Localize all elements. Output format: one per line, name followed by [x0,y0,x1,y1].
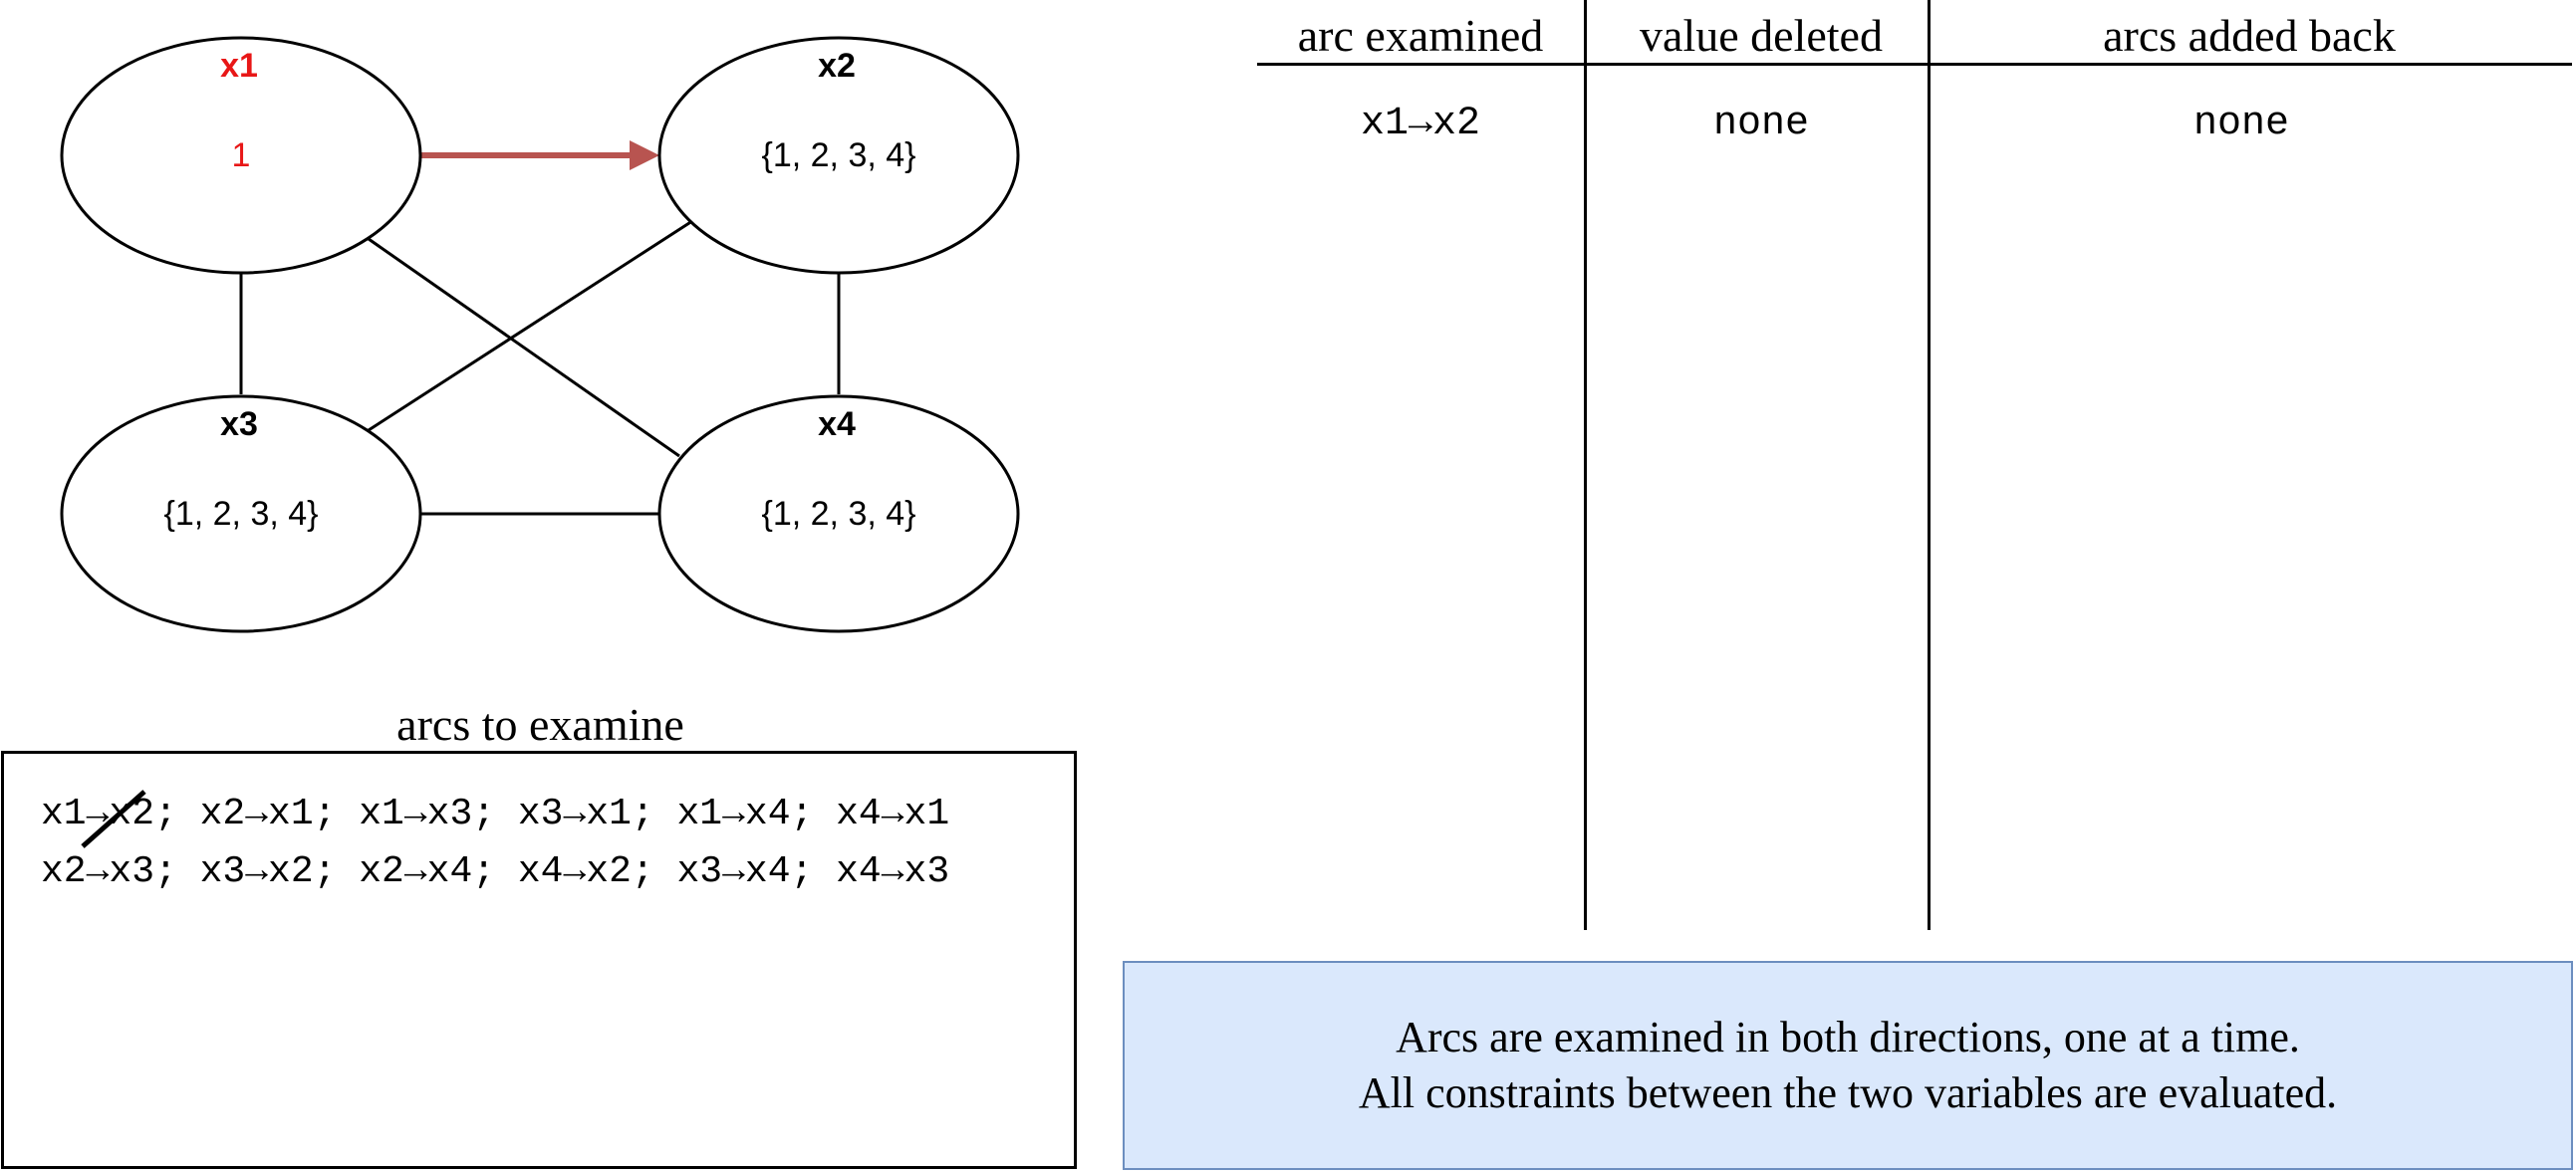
table-header-value-deleted: value deleted [1640,10,1883,61]
node-x2[interactable] [657,36,1020,275]
node-x3-domain: {1, 2, 3, 4} [163,495,319,533]
queue-row-1: x1→x2; x2→x1; x1→x3; x3→x1; x1→x4; x4→x1 [41,793,950,835]
queue-title: arcs to examine [396,699,684,750]
table-header-arc-examined: arc examined [1297,10,1544,61]
queue-row-2: x2→x3; x3→x2; x2→x4; x4→x2; x3→x4; x4→x3 [41,850,950,893]
note-box: Arcs are examined in both directions, on… [1123,961,2573,1170]
edge-x1-x4 [368,237,680,458]
node-x4-domain: {1, 2, 3, 4} [761,495,916,533]
node-x3-name: x3 [220,405,258,443]
table-header-arcs-added-back: arcs added back [2103,10,2396,61]
table-cell-arcs-added-back: none [2192,102,2289,146]
table-cell-value-deleted: none [1712,102,1809,146]
table-column-divider-1 [1584,0,1587,930]
node-x2-name: x2 [818,47,856,85]
note-line-2: All constraints between the two variable… [1358,1068,2338,1117]
node-x1-domain: 1 [231,136,251,174]
node-x1-name: x1 [220,47,258,85]
table-column-divider-2 [1928,0,1931,930]
table-header-rule [1257,63,2572,66]
constraint-graph [60,36,1020,633]
table-cell-arc-examined: x1→x2 [1360,102,1481,146]
arc-x1-x2-arrowhead [630,140,659,170]
node-x4[interactable] [657,394,1020,633]
node-x3[interactable] [60,394,422,633]
node-x1[interactable] [60,36,422,275]
note-line-1: Arcs are examined in both directions, on… [1396,1013,2300,1061]
arc-queue-box: x1→x2; x2→x1; x1→x3; x3→x1; x1→x4; x4→x1… [1,751,1077,1169]
struck-arc-mark [81,790,146,848]
edge-x2-x3 [368,219,693,432]
node-x4-name: x4 [818,405,856,443]
node-x2-domain: {1, 2, 3, 4} [761,136,916,174]
